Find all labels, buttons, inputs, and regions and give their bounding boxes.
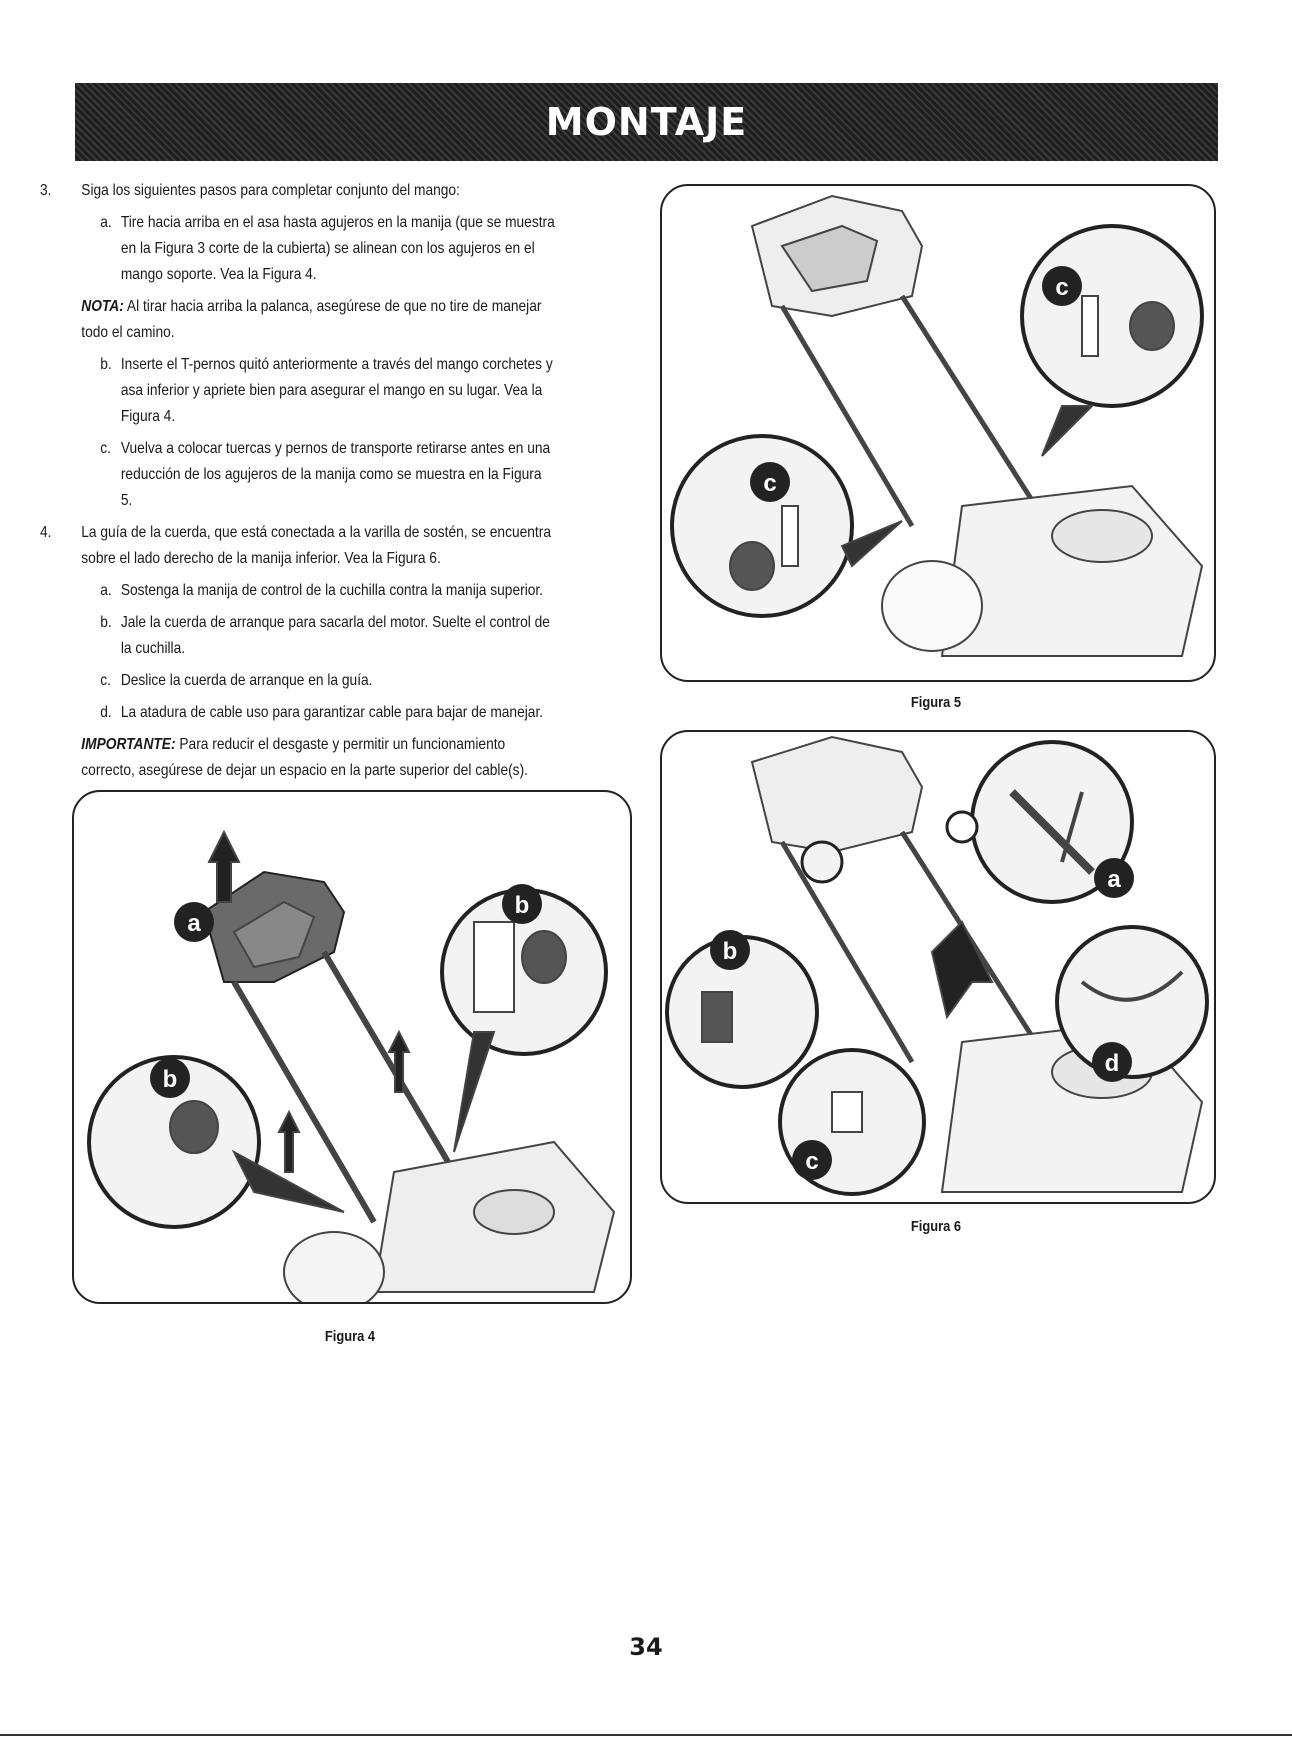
substep-text: Jale la cuerda de arranque para sacarla …	[120, 614, 550, 657]
page-number: 34	[629, 1633, 663, 1661]
instructions-column: 3. Siga los siguientes pasos para comple…	[40, 178, 556, 790]
important-label: IMPORTANTE:	[81, 736, 176, 753]
substep-letter: a.	[100, 214, 112, 231]
step-4b: b. Jale la cuerda de arranque para sacar…	[40, 610, 556, 662]
step-3b: b. Inserte el T-pernos quitó anteriormen…	[40, 352, 556, 430]
step-number: 3.	[40, 182, 52, 199]
callout-b: b	[515, 892, 530, 919]
callout-c: c	[805, 1148, 818, 1175]
figure-5-illustration: c c	[670, 194, 1204, 657]
important-text: Para reducir el desgaste y permitir un f…	[81, 736, 528, 779]
figure-4: a b b	[72, 790, 632, 1304]
section-title: MONTAJE	[545, 100, 748, 144]
callout-a: a	[187, 910, 201, 937]
figure-5-caption: Figura 5	[910, 694, 962, 711]
callout-b: b	[163, 1066, 178, 1093]
step-3a: a. Tire hacia arriba en el asa hasta agu…	[40, 210, 556, 288]
substep-text: Inserte el T-pernos quitó anteriormente …	[120, 356, 553, 425]
figure-6-caption: Figura 6	[910, 1218, 962, 1235]
callout-c: c	[1055, 274, 1068, 301]
substep-letter: a.	[100, 582, 112, 599]
step-4a: a. Sostenga la manija de control de la c…	[40, 578, 556, 604]
substep-letter: c.	[100, 672, 111, 689]
step-4c: c. Deslice la cuerda de arranque en la g…	[40, 668, 556, 694]
figure-6: a b c d	[660, 730, 1216, 1204]
substep-letter: b.	[100, 614, 112, 631]
step-number: 4.	[40, 524, 52, 541]
substep-letter: d.	[100, 704, 112, 721]
step-4: 4. La guía de la cuerda, que está conect…	[40, 520, 556, 572]
substep-text: La atadura de cable uso para garantizar …	[120, 704, 544, 721]
section-header-banner: MONTAJE	[75, 83, 1218, 161]
note-text: Al tirar hacia arriba la palanca, asegúr…	[81, 298, 542, 341]
figure-5: c c	[660, 184, 1216, 682]
callout-c: c	[763, 470, 776, 497]
substep-text: Sostenga la manija de control de la cuch…	[120, 582, 544, 599]
figure-4-caption: Figura 4	[324, 1328, 376, 1345]
substep-text: Vuelva a colocar tuercas y pernos de tra…	[120, 440, 551, 509]
substep-letter: c.	[100, 440, 111, 457]
note-label: NOTA:	[81, 298, 124, 315]
bottom-rule	[0, 1734, 1292, 1736]
step-3: 3. Siga los siguientes pasos para comple…	[40, 178, 556, 204]
callout-a: a	[1107, 866, 1121, 893]
substep-text: Tire hacia arriba en el asa hasta agujer…	[120, 214, 555, 283]
step-text: La guía de la cuerda, que está conectada…	[81, 524, 551, 567]
substep-text: Deslice la cuerda de arranque en la guía…	[120, 672, 373, 689]
callout-b: b	[723, 938, 738, 965]
step-4d: d. La atadura de cable uso para garantiz…	[40, 700, 556, 726]
callout-d: d	[1105, 1050, 1120, 1077]
substep-letter: b.	[100, 356, 112, 373]
important-paragraph: IMPORTANTE: Para reducir el desgaste y p…	[40, 732, 556, 784]
step-text: Siga los siguientes pasos para completar…	[81, 182, 460, 199]
note-paragraph: NOTA: Al tirar hacia arriba la palanca, …	[40, 294, 556, 346]
figure-4-illustration: a b b	[87, 829, 616, 1302]
step-3c: c. Vuelva a colocar tuercas y pernos de …	[40, 436, 556, 514]
figure-6-illustration: a b c d	[665, 735, 1209, 1196]
